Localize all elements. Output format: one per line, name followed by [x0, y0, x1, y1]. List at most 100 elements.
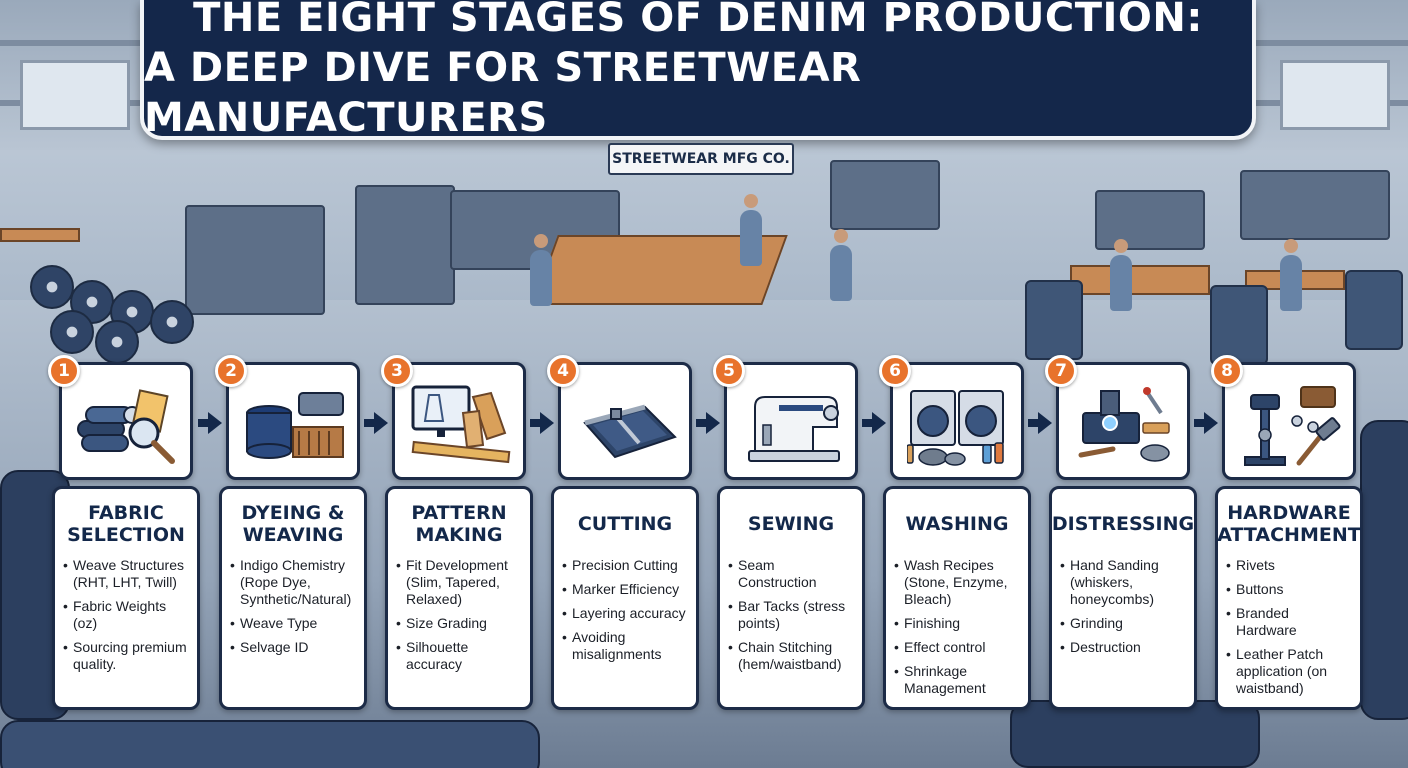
stage-bullet: Fit Development (Slim, Tapered, Relaxed) [396, 557, 522, 608]
stage-bullet: Layering accuracy [562, 605, 688, 622]
stage-bullet: Branded Hardware [1226, 605, 1352, 639]
stage-card-3: 3 Pattern Making Fit Development (Slim, … [381, 355, 533, 710]
stage-title: Hardware Attachment [1217, 502, 1361, 546]
flow-arrow-icon [364, 412, 388, 434]
machine [830, 160, 940, 230]
stage-number-badge: 7 [1045, 355, 1077, 387]
stage-text-card: Hardware Attachment Rivets Buttons Brand… [1215, 486, 1363, 710]
stage-title: Pattern Making [411, 502, 507, 546]
work-table [1070, 265, 1210, 295]
stage-text-card: Cutting Precision Cutting Marker Efficie… [551, 486, 699, 710]
stage-card-6: 6 Washing Wash Recipes (Stone, Enzyme, B… [879, 355, 1031, 710]
flow-arrow-icon [862, 412, 886, 434]
dye-vat-loom-icon [246, 392, 344, 459]
stage-title: Fabric Selection [67, 502, 185, 546]
stage-bullet: Fabric Weights (oz) [63, 598, 189, 632]
stage-icon-card: 7 [1045, 355, 1190, 480]
stage-card-1: 1 Fabric Selection Weave Structures (RHT… [48, 355, 200, 710]
stage-bullet: Wash Recipes (Stone, Enzyme, Bleach) [894, 557, 1020, 608]
barrel [1210, 285, 1268, 365]
factory-window [1280, 60, 1390, 130]
stage-icon-card: 6 [879, 355, 1024, 480]
fabric-stack [1360, 420, 1408, 720]
worker-figure [830, 229, 852, 301]
stage-card-5: 5 Sewing Seam Construction Bar Tacks (st… [713, 355, 865, 710]
stage-card-4: 4 Cutting Precision Cutting Marker Effic… [547, 355, 699, 710]
stage-bullet: Destruction [1060, 639, 1186, 656]
stage-card-8: 8 Hardware Attachment Rivets Buttons Bra… [1211, 355, 1363, 710]
worker-figure [530, 234, 552, 306]
stage-title: Sewing [747, 513, 835, 535]
stage-text-card: Fabric Selection Weave Structures (RHT, … [52, 486, 200, 710]
stage-number-badge: 5 [713, 355, 745, 387]
stage-bullet: Chain Stitching (hem/waistband) [728, 639, 854, 673]
cutting-table-icon [583, 404, 677, 459]
stage-bullet: Avoiding misalignments [562, 629, 688, 663]
flow-arrow-icon [1028, 412, 1052, 434]
title-line-1: The Eight Stages of Denim Production: [193, 0, 1203, 41]
stage-number-badge: 6 [879, 355, 911, 387]
stage-bullet: Effect control [894, 639, 1020, 656]
stage-icon-card: 2 [215, 355, 360, 480]
stage-bullet-list: Fit Development (Slim, Tapered, Relaxed)… [396, 557, 522, 673]
barrel [1345, 270, 1403, 350]
stage-bullet-list: Hand Sanding (whiskers, honeycombs) Grin… [1060, 557, 1186, 656]
stage-number-badge: 2 [215, 355, 247, 387]
machine [1240, 170, 1390, 240]
title-banner: The Eight Stages of Denim Production: A … [140, 0, 1256, 141]
fabric-stack [0, 720, 540, 768]
worker-figure [740, 194, 762, 266]
stage-number-badge: 4 [547, 355, 579, 387]
fabric-roll [30, 265, 74, 309]
monitor-pattern-icon [411, 385, 511, 464]
stage-text-card: Dyeing & Weaving Indigo Chemistry (Rope … [219, 486, 367, 710]
machine [1095, 190, 1205, 250]
stage-bullet: Rivets [1226, 557, 1352, 574]
stage-number-badge: 1 [48, 355, 80, 387]
stage-number-badge: 3 [381, 355, 413, 387]
stage-bullet: Hand Sanding (whiskers, honeycombs) [1060, 557, 1186, 608]
flow-arrow-icon [198, 412, 222, 434]
stage-bullet: Grinding [1060, 615, 1186, 632]
stage-bullet: Weave Structures (RHT, LHT, Twill) [63, 557, 189, 591]
work-table [0, 228, 80, 242]
stage-bullet: Shrinkage Management [894, 663, 1020, 697]
laser-distressing-icon [1078, 387, 1170, 462]
flow-arrow-icon [696, 412, 720, 434]
stage-bullet: Silhouette accuracy [396, 639, 522, 673]
washing-machines-icon [907, 390, 1004, 466]
loom-machine [355, 185, 455, 305]
stage-title: Cutting [577, 513, 673, 535]
fabric-roll [150, 300, 194, 344]
factory-window [20, 60, 130, 130]
worker-figure [1110, 239, 1132, 311]
rivet-press-hammer-icon [1244, 386, 1341, 466]
worker-figure [1280, 239, 1302, 311]
stage-bullet: Selvage ID [230, 639, 356, 656]
flow-arrow-icon [1194, 412, 1218, 434]
stage-bullet: Size Grading [396, 615, 522, 632]
stage-bullet: Leather Patch application (on waistband) [1226, 646, 1352, 697]
stage-icon-card: 3 [381, 355, 526, 480]
stage-bullet: Seam Construction [728, 557, 854, 591]
stage-bullet: Bar Tacks (stress points) [728, 598, 854, 632]
fabric-stack [1010, 700, 1260, 768]
stage-icon-card: 1 [48, 355, 193, 480]
stage-text-card: Sewing Seam Construction Bar Tacks (stre… [717, 486, 865, 710]
fabric-roll [50, 310, 94, 354]
stage-title: Distressing [1051, 513, 1195, 535]
stage-bullet: Indigo Chemistry (Rope Dye, Synthetic/Na… [230, 557, 356, 608]
stage-bullet: Buttons [1226, 581, 1352, 598]
stage-bullet-list: Seam Construction Bar Tacks (stress poin… [728, 557, 854, 673]
sewing-machine-icon [748, 396, 840, 462]
stage-bullet-list: Indigo Chemistry (Rope Dye, Synthetic/Na… [230, 557, 356, 656]
stage-text-card: Distressing Hand Sanding (whiskers, hone… [1049, 486, 1197, 710]
title-line-2: A Deep Dive for Streetwear Manufacturers [144, 45, 862, 141]
flow-arrow-icon [530, 412, 554, 434]
stage-card-2: 2 Dyeing & Weaving Indigo Chemistry (Rop… [215, 355, 367, 710]
stage-bullet: Precision Cutting [562, 557, 688, 574]
stage-title: Washing [905, 513, 1009, 535]
stage-bullet-list: Rivets Buttons Branded Hardware Leather … [1226, 557, 1352, 697]
barrel [1025, 280, 1083, 360]
stage-number-badge: 8 [1211, 355, 1243, 387]
